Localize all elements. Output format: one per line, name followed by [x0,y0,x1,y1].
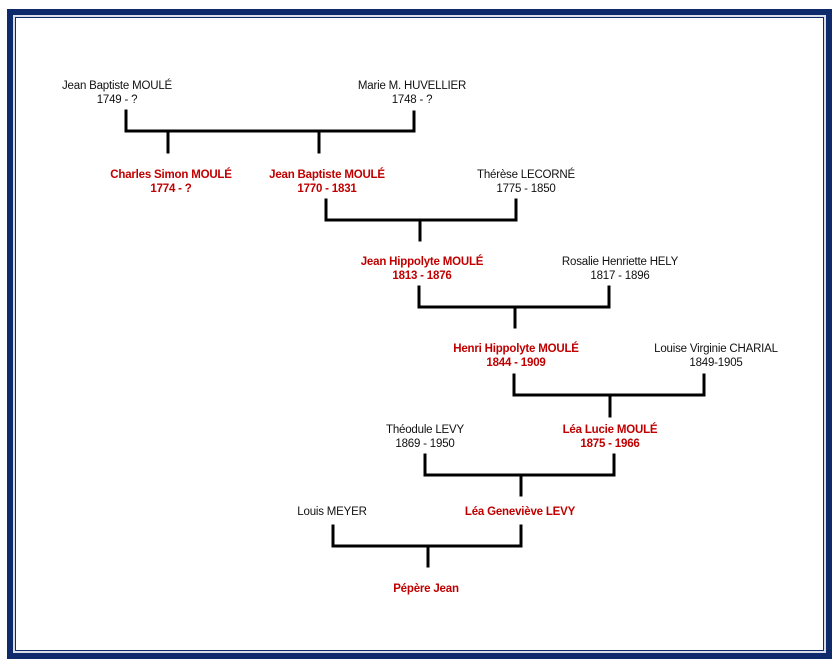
person-theodule-levy: Théodule LEVY 1869 - 1950 [386,423,464,451]
union-bracket-jb1749-marie [124,109,416,133]
person-rosalie-henriette-hely: Rosalie Henriette HELY 1817 - 1896 [562,255,678,283]
person-dates: 1775 - 1850 [496,183,556,195]
person-louise-virginie-charial: Louise Virginie CHARIAL 1849-1905 [654,342,778,370]
person-louis-meyer: Louis MEYER [297,505,367,519]
person-name: Jean Baptiste MOULÉ [269,169,385,181]
person-dates: 1774 - ? [150,183,192,195]
person-therese-lecorne: Thérèse LECORNÉ 1775 - 1850 [477,168,575,196]
person-marie-huvellier: Marie M. HUVELLIER 1748 - ? [358,79,466,107]
person-dates: 1875 - 1966 [580,438,640,450]
person-jean-baptiste-moule-1749: Jean Baptiste MOULÉ 1749 - ? [62,79,172,107]
person-name: Pépère Jean [393,583,459,595]
union-bracket-jeanhip-rosalie [417,285,611,309]
person-name: Henri Hippolyte MOULÉ [453,343,579,355]
person-name: Rosalie Henriette HELY [561,256,679,268]
person-lea-genevieve-levy: Léa Geneviève LEVY [465,505,575,519]
person-name: Léa Lucie MOULÉ [562,424,658,436]
person-name: Jean Hippolyte MOULÉ [360,256,484,268]
person-dates: 1770 - 1831 [297,183,357,195]
person-dates: 1748 - ? [391,94,433,106]
union-bracket-louis-leagen [331,524,523,548]
person-name: Marie M. HUVELLIER [357,80,467,92]
person-name: Louis MEYER [297,506,367,518]
page-frame-outer-border [7,9,832,659]
person-dates: 1817 - 1896 [590,270,650,282]
union-bracket-henri-louise [512,373,706,397]
union-bracket-jb1770-therese [324,198,518,222]
page-frame-inner-border [15,17,824,651]
person-name: Charles Simon MOULÉ [110,169,232,181]
person-name: Thérèse LECORNÉ [477,169,575,181]
person-dates: 1749 - ? [96,94,138,106]
person-name: Louise Virginie CHARIAL [654,343,778,355]
person-name: Théodule LEVY [386,424,464,436]
person-dates: 1849-1905 [689,357,743,369]
page-frame-gap [13,15,826,653]
person-jean-hippolyte-moule: Jean Hippolyte MOULÉ 1813 - 1876 [361,255,484,283]
person-charles-simon-moule: Charles Simon MOULÉ 1774 - ? [110,168,232,196]
person-lea-lucie-moule: Léa Lucie MOULÉ 1875 - 1966 [563,423,658,451]
person-jean-baptiste-moule-1770: Jean Baptiste MOULÉ 1770 - 1831 [269,168,385,196]
person-dates: 1813 - 1876 [392,270,452,282]
person-dates: 1844 - 1909 [486,357,546,369]
person-name: Léa Geneviève LEVY [464,506,576,518]
person-pepere-jean: Pépère Jean [393,582,459,596]
person-henri-hippolyte-moule: Henri Hippolyte MOULÉ 1844 - 1909 [453,342,579,370]
person-dates: 1869 - 1950 [395,438,455,450]
union-bracket-theodule-lealucie [423,453,616,477]
person-name: Jean Baptiste MOULÉ [62,80,172,92]
